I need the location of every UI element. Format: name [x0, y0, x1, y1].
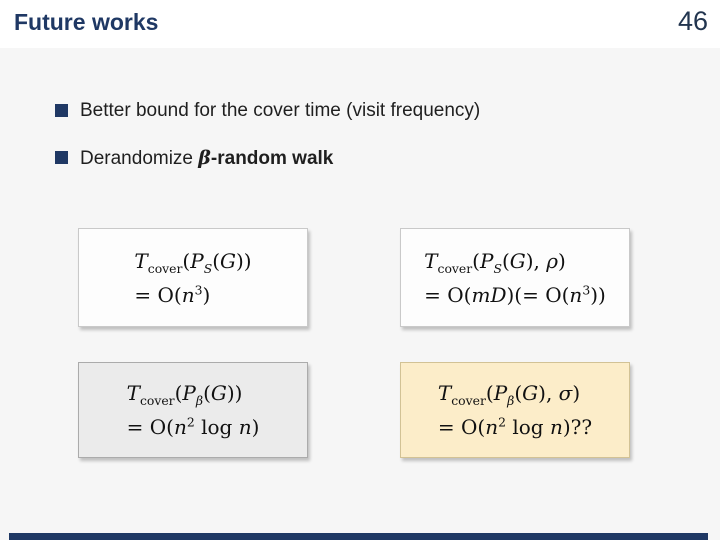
bullet-text: Better bound for the cover time (visit f… — [80, 99, 480, 123]
bullet-text: Derandomize β-random walk — [80, 146, 333, 171]
bullet-square-icon — [55, 104, 68, 117]
formula-line-2: = O(n2 log n) — [126, 414, 260, 439]
formula-line-1: Tcover(PS(G)) — [134, 248, 252, 276]
page-number: 46 — [677, 6, 708, 36]
formula-box-pbeta-sigma-cover: Tcover(Pβ(G), σ) = O(n2 log n)?? — [400, 362, 630, 458]
slide-content: Better bound for the cover time (visit f… — [0, 48, 720, 540]
bullet-text-regular: Better bound for the cover time (visit f… — [80, 100, 481, 121]
formula-content: Tcover(Pβ(G)) = O(n2 log n) — [127, 376, 260, 444]
bullet-text-bold: β-random walk — [198, 147, 334, 169]
formula-line-1: Tcover(Pβ(G)) — [126, 381, 243, 408]
formula-content: Tcover(PS(G)) = O(n3) — [134, 244, 251, 312]
title-band: Future works 46 — [0, 0, 720, 48]
bullet-item-derandomize: Derandomize β-random walk — [55, 146, 333, 171]
bullet-item-cover-time: Better bound for the cover time (visit f… — [55, 99, 480, 123]
formula-content: Tcover(PS(G), ρ) = O(mD)(= O(n3)) — [424, 244, 606, 312]
page-title: Future works — [14, 9, 159, 35]
formula-line-2: = O(n3) — [134, 281, 211, 307]
formula-line-2: = O(n2 log n)?? — [437, 414, 593, 439]
formula-box-ps-cover: Tcover(PS(G)) = O(n3) — [78, 228, 308, 327]
bullet-text-regular: Derandomize — [80, 148, 199, 169]
bottom-accent-bar — [9, 533, 708, 540]
formula-line-1: Tcover(Pβ(G), σ) — [437, 381, 581, 408]
formula-box-pbeta-cover: Tcover(Pβ(G)) = O(n2 log n) — [78, 362, 308, 458]
formula-line-1: Tcover(PS(G), ρ) — [424, 248, 566, 276]
formula-line-2: = O(mD)(= O(n3)) — [424, 281, 606, 307]
formula-box-ps-rho-cover: Tcover(PS(G), ρ) = O(mD)(= O(n3)) — [400, 228, 630, 327]
formula-content: Tcover(Pβ(G), σ) = O(n2 log n)?? — [438, 376, 592, 444]
bullet-square-icon — [55, 151, 68, 164]
